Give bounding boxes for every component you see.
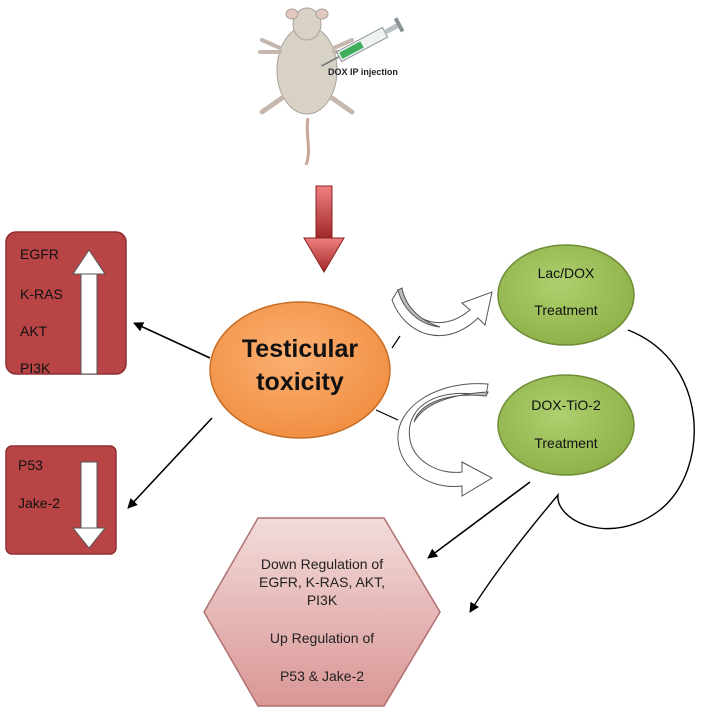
arrow-to-upregulation (133, 322, 211, 359)
curved-arrow-down-icon (397, 383, 494, 497)
upregulation-box (5, 231, 127, 375)
rat-hind-left-leg (259, 95, 285, 115)
connector-line-lower (375, 409, 399, 421)
treatment2-line2: Treatment (534, 435, 598, 451)
dox-tio2-treatment-node (497, 374, 635, 476)
rat-injection-illustration (258, 7, 405, 166)
outcome-line2: EGFR, K-RAS, AKT, (258, 574, 386, 590)
down-item-p53: P53 (18, 457, 43, 473)
up-item-pi3k: PI3K (20, 360, 51, 376)
curve-lac-dox-to-outcome (469, 329, 695, 613)
outcome-line4: Up Regulation of (269, 630, 375, 646)
downregulation-box (5, 445, 117, 555)
up-item-akt: AKT (20, 323, 48, 339)
rat-ear-right (315, 8, 329, 20)
treatment1-line2: Treatment (534, 302, 598, 318)
testicular-toxicity-node (209, 301, 391, 439)
outcome-line1: Down Regulation of (260, 556, 384, 572)
down-red-arrow (303, 185, 345, 273)
lac-dox-treatment-node (497, 244, 635, 346)
up-item-egfr: EGFR (20, 246, 59, 262)
arrow-to-downregulation (127, 417, 213, 509)
down-arrow-icon (71, 461, 107, 549)
treatment2-line1: DOX-TiO-2 (531, 397, 601, 413)
center-label-line1: Testicular (241, 335, 359, 363)
center-label-line2: toxicity (256, 368, 344, 396)
connector-line-upper (391, 335, 401, 349)
down-item-jake2: Jake-2 (18, 495, 61, 511)
rat-ear-left (285, 8, 299, 20)
injection-label: DOX IP injection (328, 67, 398, 77)
outcome-line5: P53 & Jake-2 (279, 668, 365, 684)
up-arrow-icon (72, 249, 106, 375)
outcome-line3: PI3K (306, 592, 338, 608)
arrow-treatment-to-outcome (427, 481, 531, 559)
rat-tail (304, 117, 310, 166)
rat-head (292, 7, 322, 41)
outcome-hexagon (203, 517, 441, 707)
rat-hind-right-leg (329, 95, 355, 115)
rat-front-left-leg (258, 38, 282, 54)
treatment1-line1: Lac/DOX (537, 265, 595, 281)
up-item-kras: K-RAS (20, 286, 63, 302)
curved-arrow-up-icon (391, 287, 493, 336)
syringe-icon (321, 17, 405, 67)
